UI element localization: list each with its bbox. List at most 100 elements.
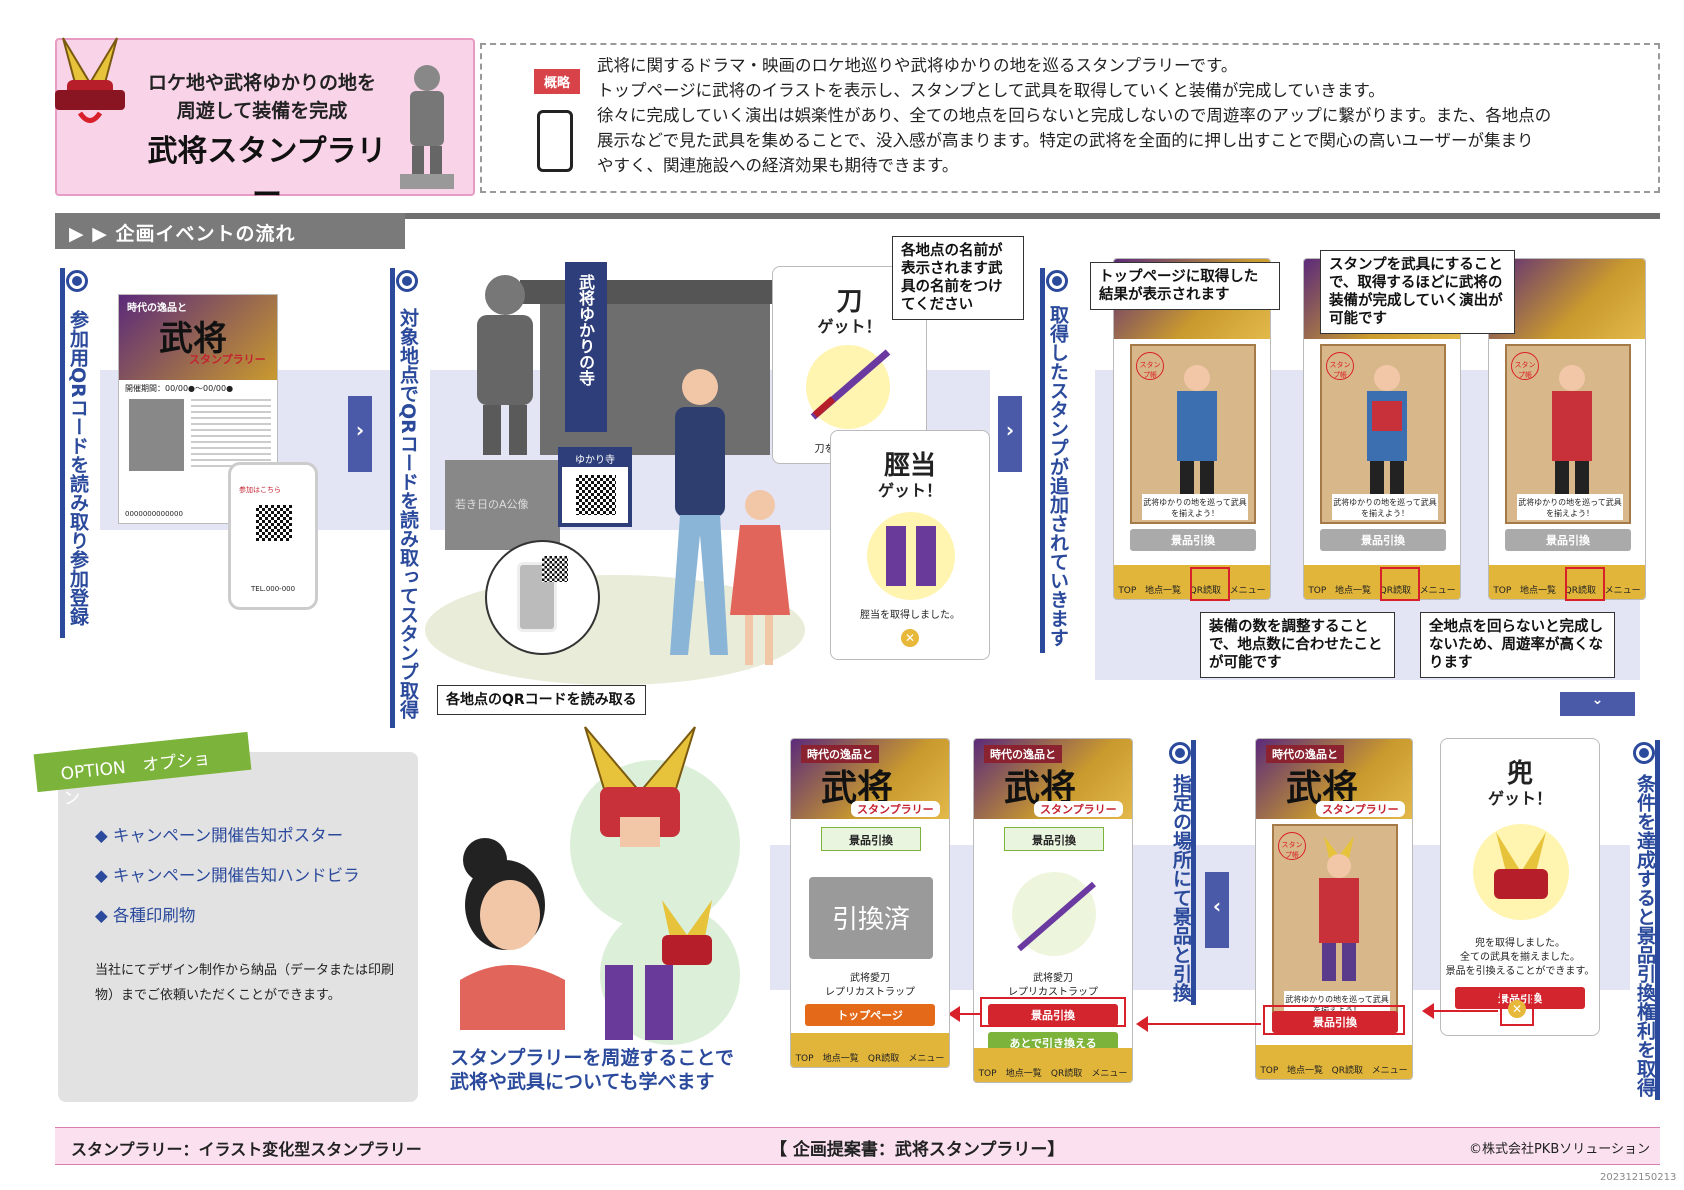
option-box [58,752,418,1102]
step-dot-icon [396,270,418,292]
item-name-2: レプリカストラップ [1008,987,1098,998]
app-header: 時代の逸品と 武将 スタンプラリー [974,739,1132,819]
kabuto-helmet-icon [55,37,125,123]
reward-name: 兜 [1506,759,1533,789]
close-icon[interactable]: ✕ [901,629,919,647]
summary-tag: 概略 [534,69,581,94]
bottom-nav: TOP 地点一覧 QR読取 メニュー [1304,565,1460,599]
zoom-circle [485,540,600,655]
nav-locations[interactable]: 地点一覧 [1286,1066,1323,1076]
top-page-button[interactable]: トップページ [805,1004,935,1026]
exchange-banner: 景品引換 [821,827,921,851]
nav-locations[interactable]: 地点一覧 [1144,586,1181,596]
poster-header [119,295,277,380]
nav-qr[interactable]: QR読取 [1564,586,1596,596]
step-5-text: 指定の場所にて景品と引換 [1170,773,1192,1002]
qr-sign: ゆかり寺 [558,447,632,527]
app-header: 時代の逸品と 武将 スタンプラリー [791,739,949,819]
exchange-button[interactable]: 景品引換 [1505,529,1631,551]
phone-tel: TEL.000-000 [251,585,296,593]
kabuto-helmet-icon [662,900,712,965]
nav-top[interactable]: TOP [978,1069,997,1079]
nav-menu[interactable]: メニュー [1419,586,1456,596]
app-header: 時代の逸品と 武将 スタンプラリー [1256,739,1412,819]
warrior-red-icon [1552,365,1592,501]
warrior-complete-icon [1319,836,1359,981]
summary-line: 展示などで見た武具を集めることで、没入感が高まります。特定の武将を全面的に押し出… [597,131,1534,150]
nav-locations[interactable]: 地点一覧 [822,1054,859,1064]
callout-armor-complete: スタンプを武具にすることで、取得するほどに武将の装備が完成していく演出が可能です [1320,250,1515,334]
nav-qr[interactable]: QR読取 [867,1054,900,1064]
close-icon[interactable]: ✕ [1508,1000,1526,1018]
nav-locations[interactable]: 地点一覧 [1005,1069,1042,1079]
nav-qr[interactable]: QR読取 [1189,586,1221,596]
scroll-area: スタンプ帳 武将ゆかりの地を巡って武具を揃えよう！ [1130,344,1256,524]
flow-arrow-head-icon [1136,1016,1148,1032]
app-screen-complete: 時代の逸品と 武将 スタンプラリー スタンプ帳 武将ゆかりの地を巡って武具を揃え… [1255,738,1413,1080]
stamp-book-badge: スタンプ帳 [1136,352,1164,380]
nav-menu[interactable]: メニュー [1091,1069,1128,1079]
learn-line-1: スタンプラリーを周遊することで [450,1047,734,1069]
exchanged-overlay: 引換済 [809,877,933,959]
app-head-sub: スタンプラリー [1034,801,1123,817]
nav-menu[interactable]: メニュー [908,1054,945,1064]
item-name-1: 武将愛刀 [1033,973,1073,984]
flow-arrow-line [958,1013,982,1015]
scroll-area: スタンプ帳 武将ゆかりの地を巡って武具を揃えよう！ [1320,344,1446,524]
nav-qr[interactable]: QR読取 [1050,1069,1083,1079]
reward-name: 脛当 [883,451,936,481]
nav-qr[interactable]: QR読取 [1379,586,1411,596]
exchange-button[interactable]: 景品引換 [1320,529,1446,551]
nav-top[interactable]: TOP [1493,586,1512,596]
bottom-nav: TOP 地点一覧 QR読取 メニュー [1256,1045,1412,1079]
poster-small: 時代の逸品と [127,303,187,314]
footer-left: スタンプラリー：イラスト変化型スタンプラリー [71,1140,422,1159]
poster-org: 0000000000000 [125,510,183,518]
stamp-book-badge: スタンプ帳 [1511,352,1539,380]
step-2-text: 対象地点でQRコードを読み取ってスタンプ取得 [397,307,419,719]
daughter-figure-icon [730,490,790,665]
callout-circulation: 全地点を回らないと完成しないため、周遊率が高くなります [1420,612,1615,678]
app-header [1489,259,1645,339]
step-dot-icon [66,270,88,292]
step-dot-icon [1046,270,1068,292]
exchange-highlight [980,997,1126,1027]
nav-top[interactable]: TOP [1308,586,1327,596]
step-1-title: 参加用QRコードを読み取り参加登録 [60,268,89,638]
learn-line-2: 武将や武具についても学べます [450,1071,715,1093]
nav-menu[interactable]: メニュー [1371,1066,1408,1076]
temple-roof [520,280,780,304]
footer-center: 【 企画提案書：武将スタンプラリー】 [770,1140,1065,1160]
nav-top[interactable]: TOP [795,1054,814,1064]
nav-locations[interactable]: 地点一覧 [1334,586,1371,596]
qr-highlight [1565,567,1605,601]
bottom-nav: TOP 地点一覧 QR読取 メニュー [1489,565,1645,599]
title-banner: ロケ地や武将ゆかりの地を 周遊して装備を完成 武将スタンプラリー [55,37,475,213]
warrior-mixed-icon [1367,365,1407,501]
nav-menu[interactable]: メニュー [1229,586,1266,596]
girl-thinking-icon [460,838,565,1030]
option-item: ◆ キャンペーン開催告知ハンドビラ [95,866,360,885]
app-head-sub: スタンプラリー [1316,801,1405,817]
reward-get: ゲット！ [1487,789,1552,808]
exchange-button[interactable]: 景品引換 [988,1004,1118,1026]
statue-pedestal: 若き日のA公像 [445,460,560,550]
smartphone-icon [537,110,573,172]
exchange-highlight [1263,1005,1405,1035]
summary-box: 概略 武将に関するドラマ・映画のロケ地巡りや武将ゆかりの地を巡るスタンプラリーで… [480,43,1660,193]
nav-qr[interactable]: QR読取 [1331,1066,1363,1076]
exchange-button[interactable]: 景品引換 [1130,529,1256,551]
step-1-text: 参加用QRコードを読み取り参加登録 [67,310,89,626]
phone-join: 参加はこちら [239,486,281,494]
exchange-button[interactable]: 景品引換 [1272,1011,1398,1033]
nav-top[interactable]: TOP [1118,586,1137,596]
nav-top[interactable]: TOP [1260,1066,1279,1076]
nav-locations[interactable]: 地点一覧 [1519,586,1556,596]
father-figure-icon [670,369,728,655]
phone-in-hand [517,562,557,632]
exchange-button[interactable]: 景品引換 [1455,987,1585,1009]
step-dot-icon [1633,742,1655,764]
temple-banner: 武将ゆかりの寺 [565,262,607,432]
nav-menu[interactable]: メニュー [1604,586,1641,596]
smartphone-mock: 参加はこちら TEL.000-000 [228,462,318,610]
